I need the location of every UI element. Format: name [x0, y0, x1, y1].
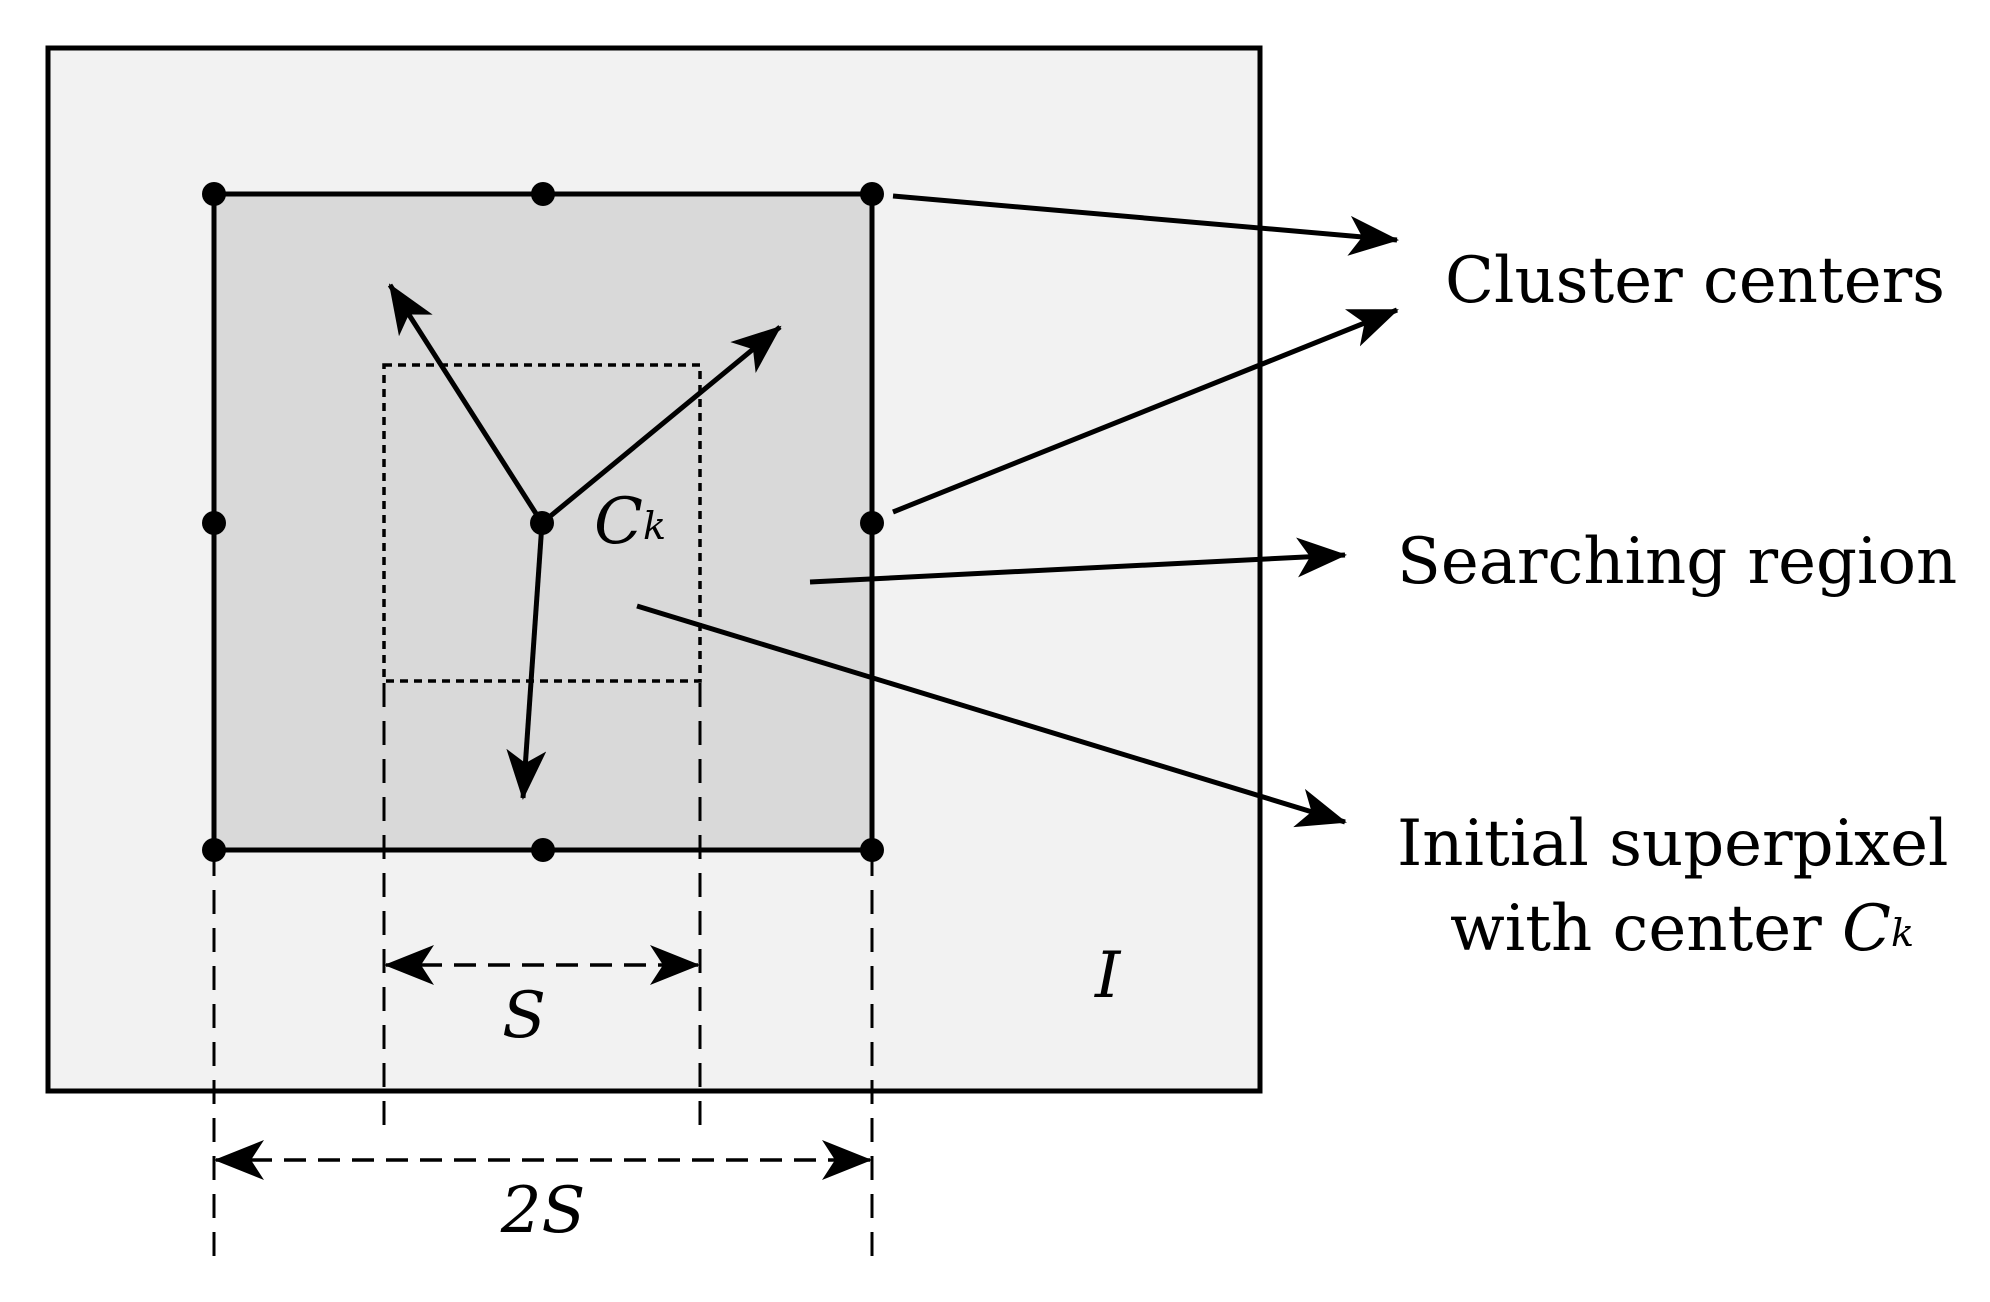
cluster-center-dot: [202, 511, 226, 535]
cluster-center-dot: [860, 182, 884, 206]
cluster-center-dots: [202, 182, 884, 862]
center-label: Ck: [594, 485, 666, 559]
dimension-guides: [212, 683, 874, 1265]
callout-cluster-top: [892, 193, 1399, 256]
cluster-center-dot: [202, 838, 226, 862]
arrow-to-upper-right: [540, 325, 782, 525]
arrow-to-down: [506, 522, 547, 800]
image-label: I: [1094, 939, 1122, 1013]
cluster-center-dot: [531, 838, 555, 862]
two-s-label: 2S: [500, 1174, 586, 1248]
cluster-center-dot: [531, 182, 555, 206]
callout-cluster-mid: [892, 307, 1399, 515]
callout-initial: [636, 603, 1347, 828]
searching-region-label: Searching region: [1397, 525, 1957, 599]
center-displacement-arrows: [387, 283, 782, 800]
cluster-center-dot: [860, 511, 884, 535]
cluster-centers-label: Cluster centers: [1445, 244, 1945, 318]
initial-superpixel-label: Initial superpixel: [1397, 807, 1949, 881]
cluster-center-dot: [530, 511, 554, 535]
arrow-to-upper-left: [387, 283, 545, 525]
cluster-center-dot: [860, 838, 884, 862]
initial-superpixel-label-line2: with center Ck: [1450, 892, 1914, 966]
s-label: S: [502, 979, 546, 1053]
callout-arrows: [636, 193, 1399, 828]
cluster-center-dot: [202, 182, 226, 206]
initial-superpixel-box: [382, 363, 702, 683]
callout-searching: [809, 537, 1347, 585]
